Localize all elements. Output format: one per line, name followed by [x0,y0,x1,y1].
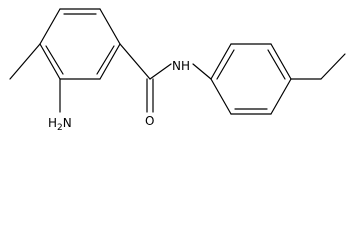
ring2-bond-left-upper-inner [216,49,235,80]
benzamide-ring [39,8,121,80]
ring2-bond-left-lower [210,78,232,115]
ring2-bond-right-upper [270,43,292,80]
carbonyl-to-nitrogen-bond [149,63,172,80]
methyl-bond [9,43,41,80]
ring2-bond-right-lower [270,78,292,115]
amino-label: H2N [48,116,72,133]
ring1-bond-upper-left [39,8,61,45]
ring-to-carbonyl-bond [119,43,151,80]
phenyl-ring [210,43,292,115]
ring2-bond-left-upper [210,43,232,80]
ring1-bond-lower-left [39,43,61,80]
amide-nh-label: NH [172,59,190,73]
oxygen-label: O [145,114,154,128]
ring1-bond-upper-right [99,8,121,45]
ring1-bond-lower-right [99,43,121,80]
ring2-bond-right-upper-inner [267,49,286,80]
ring1-bond-lower-right-inner [96,45,115,75]
structure-diagram: H2N O NH [9,8,346,133]
nitrogen-to-ring-bond [192,63,212,80]
ethyl-bond-2 [320,53,346,80]
ring1-bond-lower-left-inner [45,45,64,75]
